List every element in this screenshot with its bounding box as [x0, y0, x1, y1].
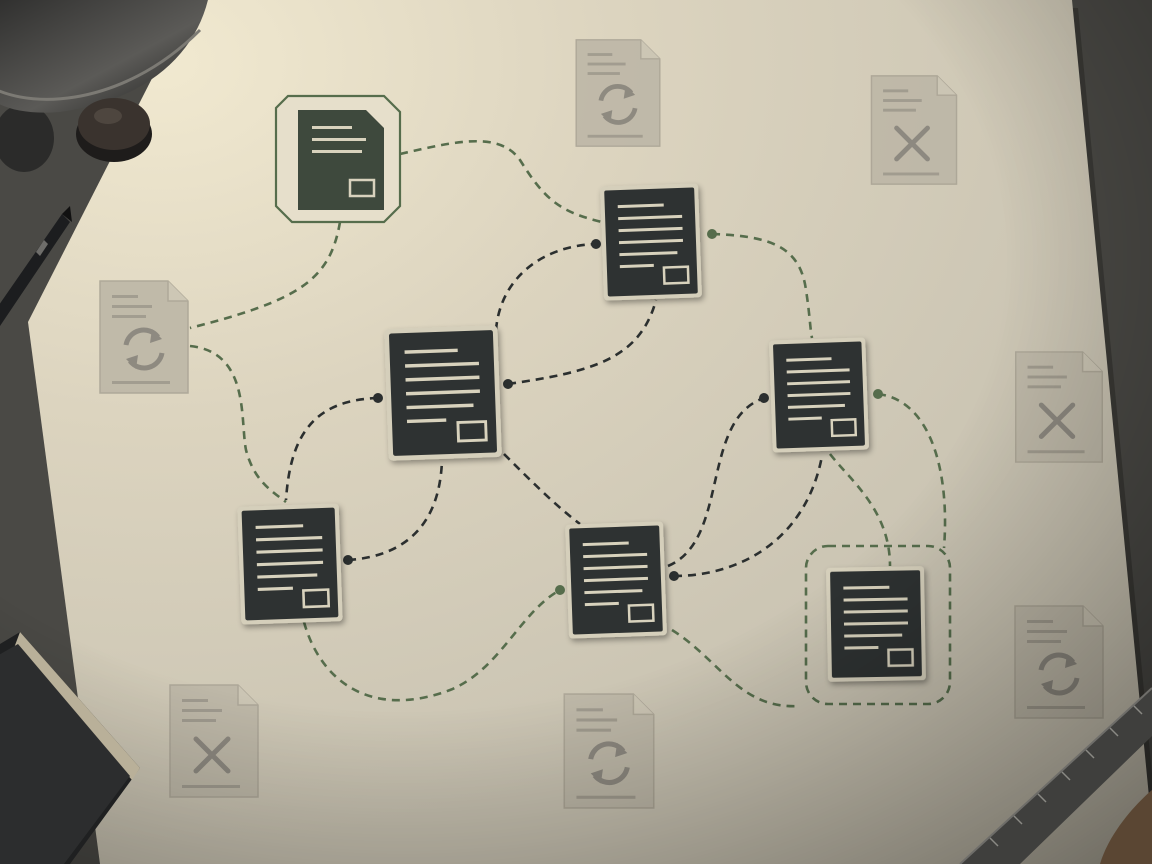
- desk-lamp: [0, 0, 208, 172]
- pen: [0, 206, 72, 326]
- ruler: [959, 687, 1152, 864]
- knob: [76, 98, 152, 162]
- notebook: [0, 632, 140, 864]
